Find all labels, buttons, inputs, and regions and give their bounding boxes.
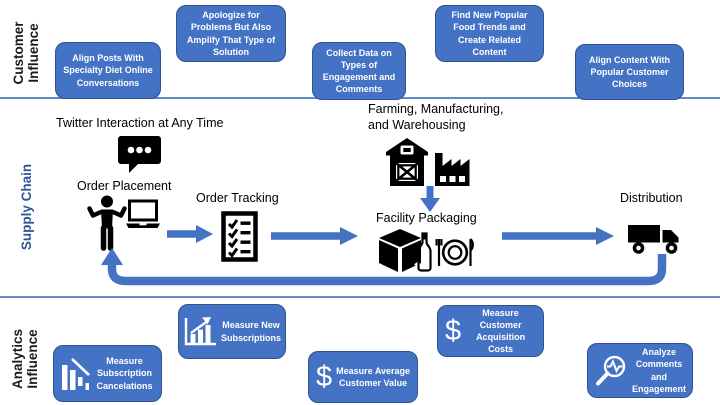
distribution-label: Distribution (620, 191, 683, 205)
customer-box-find-trends: Find New Popular Food Trends and Create … (435, 5, 544, 62)
customer-box-apologize: Apologize for Problems But Also Amplify … (176, 5, 286, 62)
truck-icon (627, 221, 683, 256)
analytics-box-label: Measure Average Customer Value (336, 365, 411, 388)
order-tracking-label: Order Tracking (196, 191, 279, 205)
barn-icon (383, 138, 431, 186)
bottle-icon (417, 232, 432, 272)
analytics-box-label: Analyze Comments and Engagement (632, 347, 687, 394)
lane-label-analytics-influence: Analytics Influence (9, 328, 40, 390)
analytics-box-label: Measure New Subscriptions (221, 320, 282, 343)
speech-bubble-icon (117, 135, 162, 173)
checklist-icon (221, 211, 258, 262)
declining-bars-icon (61, 357, 91, 390)
magnifier-pulse-icon (594, 354, 628, 388)
laptop-icon (125, 199, 161, 230)
factory-icon (433, 146, 472, 186)
customer-box-align-posts: Align Posts With Specialty Diet Online C… (55, 42, 161, 99)
facility-packaging-label: Facility Packaging (376, 211, 477, 225)
lane-divider-bottom (0, 296, 720, 298)
analytics-box-analyze-comments: Analyze Comments and Engagement (587, 343, 693, 398)
arrow-farm-to-facility (420, 186, 440, 212)
analytics-box-label: Measure Customer Acquisition Costs (476, 307, 526, 355)
dollar-icon: $ (445, 314, 462, 347)
customer-box-collect-data: Collect Data on Types of Engagement and … (312, 42, 406, 100)
farming-manufacturing-label: Farming, Manufacturing, and Warehousing (368, 102, 504, 132)
person-icon (86, 195, 128, 252)
arrow-tracking-to-facility (271, 227, 358, 245)
analytics-box-new-subscriptions: Measure New Subscriptions (178, 304, 286, 359)
dollar-icon: $ (316, 360, 333, 393)
plate-cutlery-icon (434, 237, 474, 269)
analytics-box-average-value: $ Measure Average Customer Value (308, 351, 418, 403)
analytics-box-label: Measure Subscription Cancelations (96, 356, 153, 391)
lane-label-customer-influence: Customer Influence (10, 21, 41, 85)
feedback-loop-arrow (101, 248, 667, 286)
customer-box-align-content: Align Content With Popular Customer Choi… (575, 44, 684, 100)
lane-label-supply-chain: Supply Chain (19, 163, 35, 251)
order-placement-label: Order Placement (77, 179, 172, 193)
arrow-facility-to-distribution (502, 227, 614, 245)
rising-bars-icon (183, 316, 217, 347)
analytics-box-cancelations: Measure Subscription Cancelations (53, 345, 162, 402)
arrow-placement-to-tracking (167, 225, 213, 243)
analytics-box-acquisition-costs: $ Measure Customer Acquisition Costs (437, 305, 544, 357)
package-box-icon (377, 229, 423, 273)
twitter-interaction-label: Twitter Interaction at Any Time (56, 116, 224, 130)
